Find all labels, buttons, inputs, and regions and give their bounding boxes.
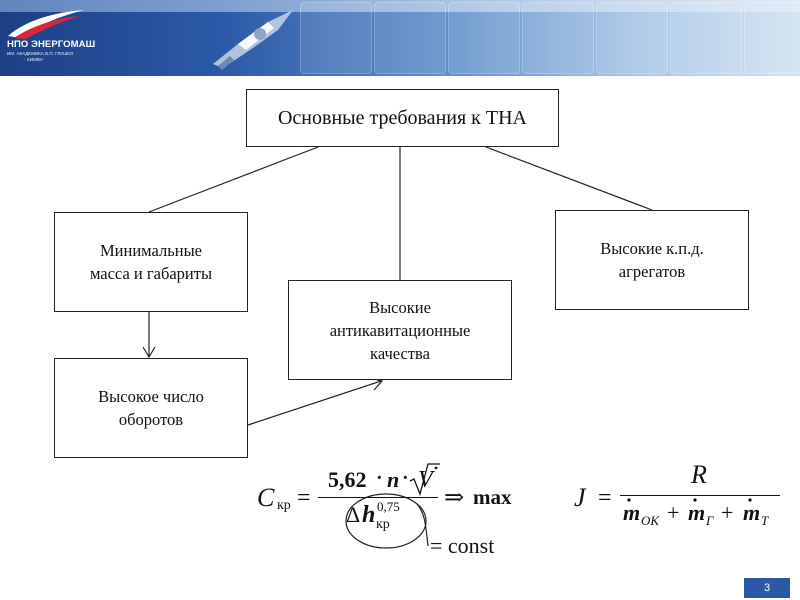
plus-sign-1: + [667, 500, 680, 525]
high-revolutions-box: Высокое число оборотов [54, 358, 248, 458]
kpd-line-1: Высокие к.п.д. [600, 239, 704, 258]
fraction-line-1 [318, 497, 438, 499]
logo-subtitle: ИМ. АКАДЕМИКА В.П. ГЛУШКО [7, 51, 74, 56]
sqrt-sign [409, 463, 440, 496]
rocket-engine-image [213, 10, 293, 70]
h-superscript: 0,75 [377, 499, 400, 514]
logo-name: НПО ЭНЕРГОМАШ [7, 39, 96, 50]
rev-line-2: оборотов [118, 410, 184, 429]
cav-line-1: Высокие [369, 297, 431, 317]
m-t-subscript: Т [761, 513, 769, 528]
c-subscript: кр [277, 498, 291, 513]
cav-line-3: качества [370, 343, 430, 363]
connector-main-to-min [148, 146, 319, 213]
logo-swoosh-icon [8, 10, 84, 39]
circle-annotation [345, 493, 427, 549]
c-symbol: C [257, 483, 275, 512]
m-ok-subscript: ОК [641, 513, 660, 528]
page-number: 3 [763, 582, 771, 594]
h-symbol: h [362, 502, 376, 528]
high-efficiency-box: Высокие к.п.д. агрегатов [555, 210, 749, 310]
m-g-symbol: m [688, 500, 706, 525]
numerator-coefficient: 5,62 [328, 467, 367, 492]
connector-rev-to-cav [247, 380, 382, 426]
n-symbol: n [387, 467, 400, 492]
min-mass-line-2: масса и габариты [89, 264, 213, 283]
r-symbol: R [691, 460, 707, 489]
m-ok-symbol: m [623, 500, 641, 525]
rev-line-1: Высокое число [98, 387, 204, 406]
v-symbol: V [418, 467, 433, 493]
arrowhead-rev [142, 346, 156, 359]
min-mass-box: Минимальные масса и габариты [54, 212, 248, 312]
min-mass-line-1: Минимальные [100, 241, 202, 260]
mult-dot-1: · [376, 467, 383, 489]
logo-subtitle-2: · ХИМКИ · [24, 57, 46, 62]
fraction-line-2 [620, 495, 780, 497]
main-requirements-box: Основные требования к ТНА [246, 89, 559, 147]
equals-sign-2: = [598, 485, 612, 511]
curve-annotation [415, 502, 429, 547]
banner-stripe [0, 0, 800, 12]
anticavitation-box: Высокие антикавитационные качества [288, 280, 512, 380]
m-t-symbol: m [743, 500, 761, 525]
cav-line-2: антикавитационные [329, 320, 471, 340]
const-label: = const [430, 533, 495, 558]
max-label: max [473, 485, 512, 509]
kpd-line-2: агрегатов [618, 262, 686, 281]
page-number-badge: 3 [744, 578, 790, 598]
connector-main-to-kpd [485, 146, 653, 211]
plus-sign-2: + [721, 500, 734, 525]
m-g-subscript: Г [706, 513, 714, 528]
equals-sign-1: = [297, 485, 311, 511]
main-requirements-label: Основные требования к ТНА [277, 106, 527, 129]
j-symbol: J [574, 483, 586, 512]
mass-flow-dots [627, 498, 752, 502]
h-subscript: кр [376, 517, 390, 532]
header-banner: НПО ЭНЕРГОМАШ ИМ. АКАДЕМИКА В.П. ГЛУШКО … [0, 0, 800, 76]
implies-arrow: ⇒ [444, 485, 465, 511]
delta-symbol: Δ [346, 502, 361, 527]
mult-dot-2: · [402, 467, 409, 489]
